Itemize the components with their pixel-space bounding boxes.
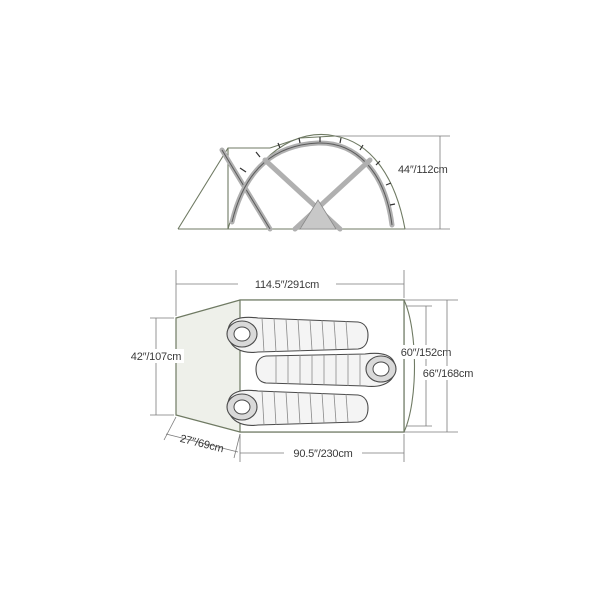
vestibule-fly bbox=[177, 147, 270, 230]
floor-length-dimension: 90.5″/230cm bbox=[239, 434, 405, 462]
front-width-dimension: 42″/107cm bbox=[128, 317, 184, 416]
pole-hub bbox=[299, 199, 337, 230]
sleeping-bag-1 bbox=[226, 316, 369, 353]
tent-side-view: 44″/112cm bbox=[177, 133, 450, 232]
back-outer-width-label: 66″/168cm bbox=[423, 368, 473, 380]
back-outer-width-dimension: 66″/168cm bbox=[404, 299, 473, 433]
sleeping-bag-2 bbox=[255, 352, 397, 387]
height-dimension: 44″/112cm bbox=[335, 135, 450, 230]
total-length-label: 114.5″/291cm bbox=[255, 279, 319, 291]
tent-floor-plan: 114.5″/291cm 42″/107cm 60″/152cm 66″/168… bbox=[128, 270, 473, 462]
vestibule-depth-label: 27″/69cm bbox=[179, 433, 225, 455]
total-length-dimension: 114.5″/291cm bbox=[175, 270, 405, 316]
sleeping-bag-3 bbox=[226, 389, 369, 426]
rear-wall bbox=[403, 299, 416, 433]
pole-clips bbox=[239, 137, 396, 206]
height-label: 44″/112cm bbox=[398, 164, 448, 176]
floor-length-label: 90.5″/230cm bbox=[293, 448, 352, 460]
back-inner-width-label: 60″/152cm bbox=[401, 347, 451, 359]
front-width-label: 42″/107cm bbox=[131, 351, 181, 363]
